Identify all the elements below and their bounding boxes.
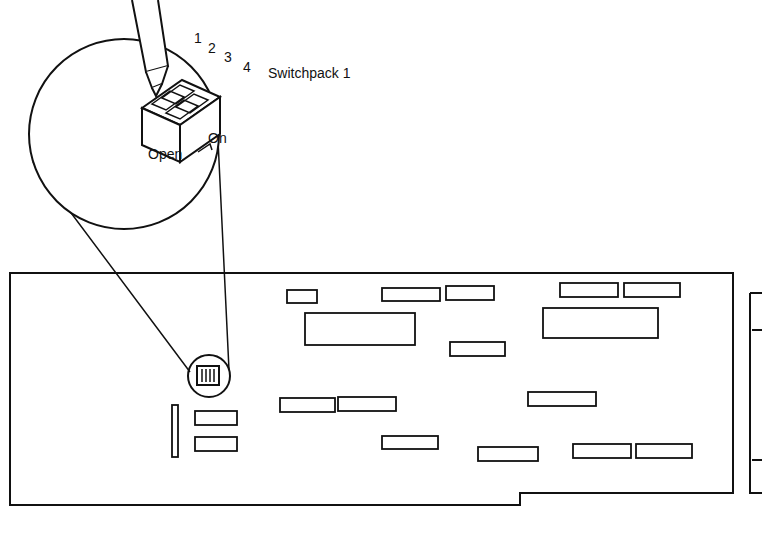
circuit-board (10, 273, 733, 505)
magnify-spot (188, 355, 230, 397)
mounting-bracket (750, 293, 762, 493)
switchpack-small (197, 366, 219, 385)
callout-label: On (208, 131, 227, 145)
switch-number: 2 (208, 41, 216, 55)
switch-number: 3 (224, 50, 232, 64)
switch-number: 4 (243, 60, 251, 74)
callout-label: Switchpack 1 (268, 66, 350, 80)
callout-label: Open (148, 147, 182, 161)
pen (132, 0, 168, 96)
magnifier-circle (29, 39, 219, 229)
switchpack-enlarged (142, 80, 220, 162)
switch-number: 1 (194, 31, 202, 45)
chips (172, 283, 692, 461)
